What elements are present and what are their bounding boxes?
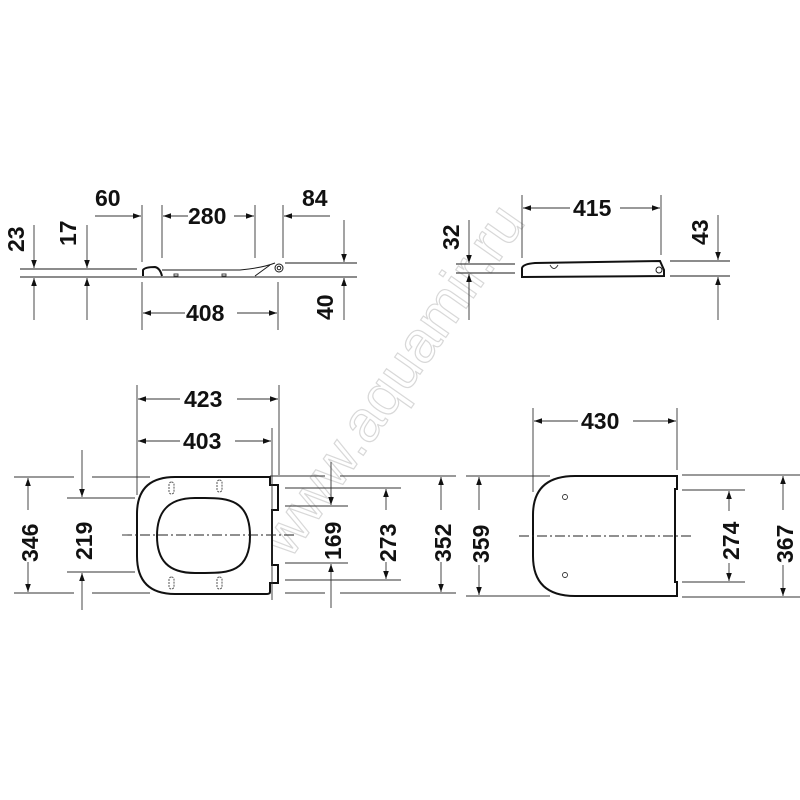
dim-32: 32 (438, 224, 464, 250)
dim-274: 274 (718, 521, 744, 560)
side-view-lid: 415 32 43 (438, 195, 730, 320)
dim-403: 403 (183, 428, 221, 454)
dim-273: 273 (375, 524, 401, 562)
side-view-seat: 60 280 84 408 23 17 40 (3, 185, 357, 330)
dim-415: 415 (573, 195, 612, 221)
dim-17: 17 (55, 220, 81, 246)
dim-43: 43 (687, 219, 713, 245)
dim-423: 423 (184, 386, 222, 412)
dim-23: 23 (3, 226, 29, 252)
dim-352: 352 (430, 524, 456, 562)
dim-359: 359 (468, 525, 494, 563)
dim-219: 219 (71, 522, 97, 560)
dim-84: 84 (302, 185, 328, 211)
dim-280: 280 (188, 203, 226, 229)
dim-60: 60 (95, 185, 121, 211)
dim-430: 430 (581, 408, 619, 434)
dim-367: 367 (772, 525, 798, 563)
dim-40: 40 (312, 294, 338, 320)
dim-346: 346 (17, 524, 43, 562)
dim-408: 408 (186, 300, 225, 326)
top-view-lid: 430 359 274 367 (466, 408, 800, 598)
watermark: www.aquamir.ru (247, 192, 537, 568)
dim-169: 169 (320, 522, 346, 560)
top-view-seat: 423 403 346 219 169 273 352 (14, 385, 456, 610)
